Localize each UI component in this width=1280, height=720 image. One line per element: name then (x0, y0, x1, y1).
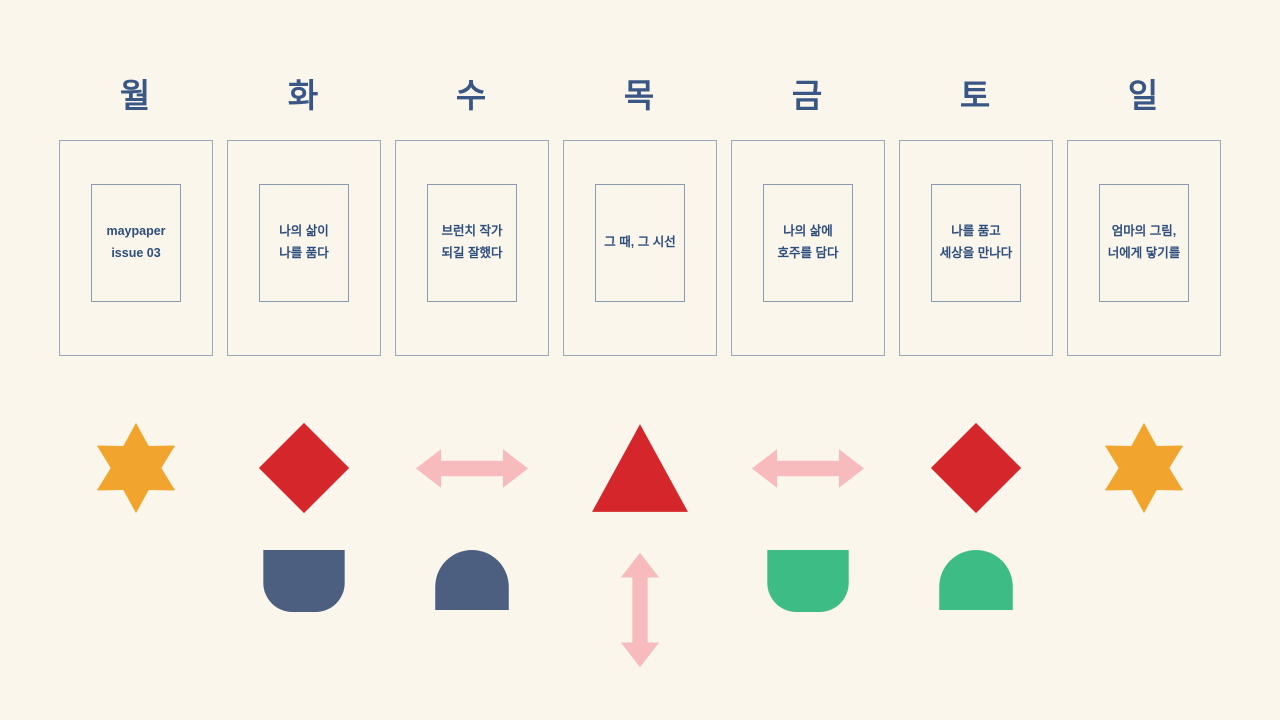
card: 나를 품고 세상을 만나다 (899, 140, 1053, 356)
shape-slot-bottom (434, 550, 510, 614)
card: 나의 삶이 나를 품다 (227, 140, 381, 356)
shape-slot-bottom (767, 550, 849, 614)
diamond-icon (930, 422, 1022, 514)
shape-slot-top (589, 420, 691, 516)
day-column-tue: 화 나의 삶이 나를 품다 (227, 76, 381, 614)
shape-slot-top (89, 420, 183, 516)
day-column-fri: 금 나의 삶에 호주를 담다 (731, 76, 885, 614)
arch-block-icon (939, 550, 1013, 610)
day-column-thu: 목 그 때, 그 시선 (563, 76, 717, 668)
day-column-wed: 수 브런치 작가 되길 잘했다 (395, 76, 549, 614)
card-title: maypaper issue 03 (106, 224, 166, 260)
diamond-icon (258, 422, 350, 514)
day-label: 화 (287, 77, 321, 114)
shape-slot-top (414, 420, 530, 516)
day-label: 수 (455, 77, 489, 114)
card-inner-box: 브런치 작가 되길 잘했다 (427, 184, 517, 302)
card: 엄마의 그림, 너에게 닿기를 (1067, 140, 1221, 356)
triangle-icon (592, 424, 688, 512)
round-bottom-block-icon (767, 550, 849, 612)
day-label: 토 (959, 77, 993, 114)
card: maypaper issue 03 (59, 140, 213, 356)
shape-slot-top (257, 420, 351, 516)
card-inner-box: 엄마의 그림, 너에게 닿기를 (1099, 184, 1189, 302)
card: 나의 삶에 호주를 담다 (731, 140, 885, 356)
horizontal-double-arrow-icon (751, 448, 865, 488)
day-column-sun: 일 엄마의 그림, 너에게 닿기를 (1067, 76, 1221, 614)
shape-slot-top (750, 420, 866, 516)
card-inner-box: 나를 품고 세상을 만나다 (931, 184, 1021, 302)
shape-slot-bottom (263, 550, 345, 614)
shape-slot-bottom (619, 550, 661, 668)
shape-slot-bottom (938, 550, 1014, 614)
card-title: 브런치 작가 되길 잘했다 (441, 224, 503, 260)
shape-slot-top (1097, 420, 1191, 516)
day-label: 금 (791, 77, 825, 114)
six-point-star-icon (1104, 422, 1184, 514)
day-label: 목 (623, 77, 657, 114)
card: 브런치 작가 되길 잘했다 (395, 140, 549, 356)
day-label: 일 (1127, 77, 1161, 114)
vertical-double-arrow-icon (620, 552, 660, 668)
card-inner-box: 나의 삶에 호주를 담다 (763, 184, 853, 302)
day-column-mon: 월 maypaper issue 03 (59, 76, 213, 614)
shape-slot-top (929, 420, 1023, 516)
card-title: 나의 삶에 호주를 담다 (777, 224, 839, 260)
card: 그 때, 그 시선 (563, 140, 717, 356)
arch-block-icon (435, 550, 509, 610)
card-title: 나의 삶이 나를 품다 (279, 224, 329, 260)
card-title: 엄마의 그림, 너에게 닿기를 (1107, 224, 1181, 260)
six-point-star-icon (96, 422, 176, 514)
day-column-sat: 토 나를 품고 세상을 만나다 (899, 76, 1053, 614)
card-inner-box: 그 때, 그 시선 (595, 184, 685, 302)
day-label: 월 (119, 77, 153, 114)
card-title: 그 때, 그 시선 (604, 235, 676, 250)
week-grid: 월 maypaper issue 03 화 나의 삶이 나를 품다 (59, 76, 1221, 668)
card-title: 나를 품고 세상을 만나다 (939, 224, 1013, 260)
card-inner-box: 나의 삶이 나를 품다 (259, 184, 349, 302)
round-bottom-block-icon (263, 550, 345, 612)
card-inner-box: maypaper issue 03 (91, 184, 181, 302)
horizontal-double-arrow-icon (415, 448, 529, 488)
